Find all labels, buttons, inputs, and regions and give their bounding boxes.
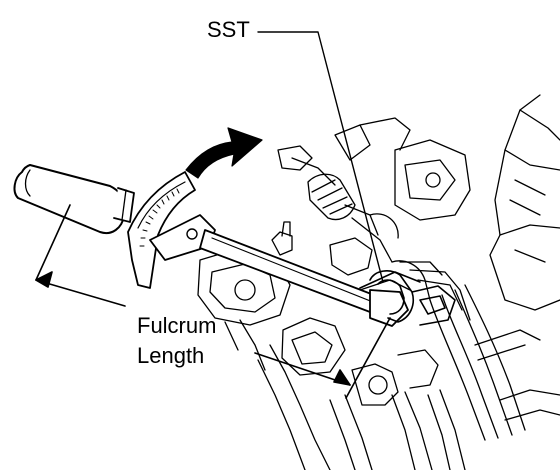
fulcrum-dimension-arrow-left — [36, 205, 125, 306]
torque-wrench — [15, 165, 408, 326]
sst-tool — [360, 271, 455, 325]
sst-label: SST — [207, 17, 250, 42]
scale-ticks — [140, 189, 179, 246]
sst-leader-line — [258, 32, 383, 282]
length-label: Length — [137, 343, 205, 368]
curved-arrow-icon — [186, 128, 262, 178]
fulcrum-dimension-arrow-right — [255, 318, 390, 398]
fulcrum-label: Fulcrum — [137, 313, 217, 338]
